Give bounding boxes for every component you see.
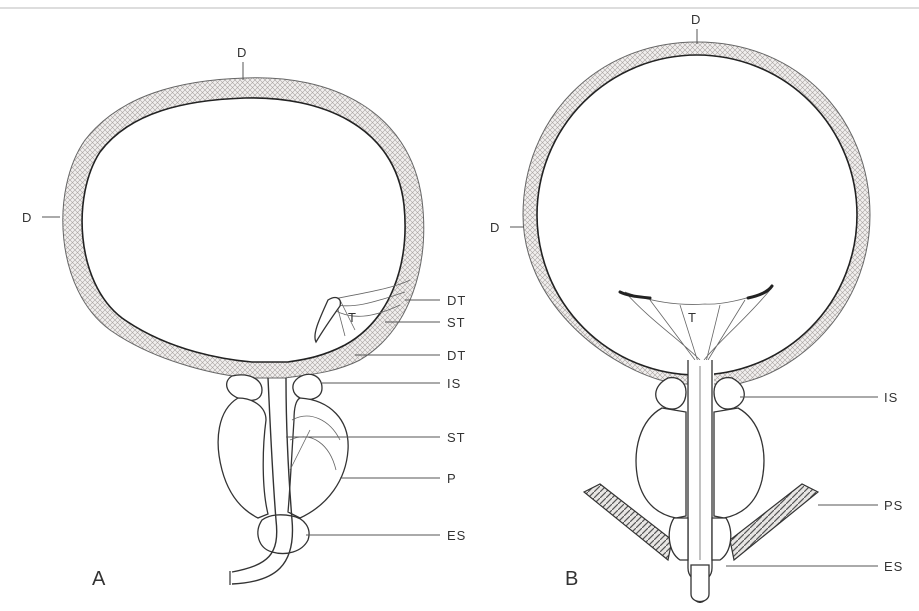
panel-a-prostate-left <box>218 398 268 518</box>
panel-b-internal-sphincter-left <box>656 378 686 409</box>
panel-a-label-dt-upper: DT <box>447 293 466 308</box>
panel-b-letter: B <box>565 568 578 590</box>
panel-b-external-sphincter-right <box>712 518 731 560</box>
panel-a-label-es: ES <box>447 528 466 543</box>
panel-b-diagram: D D T IS PS ES B <box>490 12 903 603</box>
panel-b-external-sphincter-left <box>669 518 688 560</box>
panel-a-label-d-left: D <box>22 210 32 225</box>
panel-b-label-es: ES <box>884 559 903 574</box>
panel-a-internal-sphincter-right <box>293 374 322 399</box>
panel-b-label-t: T <box>688 310 697 325</box>
panel-b-label-ps: PS <box>884 498 903 513</box>
panel-a-external-sphincter <box>258 515 309 554</box>
panel-a-label-p: P <box>447 471 457 486</box>
panel-a-label-d-top: D <box>237 45 247 60</box>
panel-b-prostate-left <box>636 408 686 518</box>
panel-b-label-is: IS <box>884 390 898 405</box>
panel-a-label-st-upper: ST <box>447 315 466 330</box>
panel-b-penile-tip <box>691 565 709 602</box>
panel-a-label-is: IS <box>447 376 461 391</box>
panel-a-diagram: D D T DT ST DT IS ST P ES A <box>22 45 466 590</box>
panel-a-letter: A <box>92 568 106 590</box>
panel-a-internal-sphincter-left <box>227 375 262 401</box>
panel-b-bladder-lumen <box>537 55 857 375</box>
panel-b-prostate-right <box>714 408 764 518</box>
panel-b-label-d-top: D <box>691 12 701 27</box>
panel-a-label-dt-lower: DT <box>447 348 466 363</box>
panel-b-label-d-left: D <box>490 220 500 235</box>
panel-a-label-st-lower: ST <box>447 430 466 445</box>
panel-a-label-t: T <box>348 310 357 325</box>
panel-a-prostate-right <box>288 398 348 518</box>
